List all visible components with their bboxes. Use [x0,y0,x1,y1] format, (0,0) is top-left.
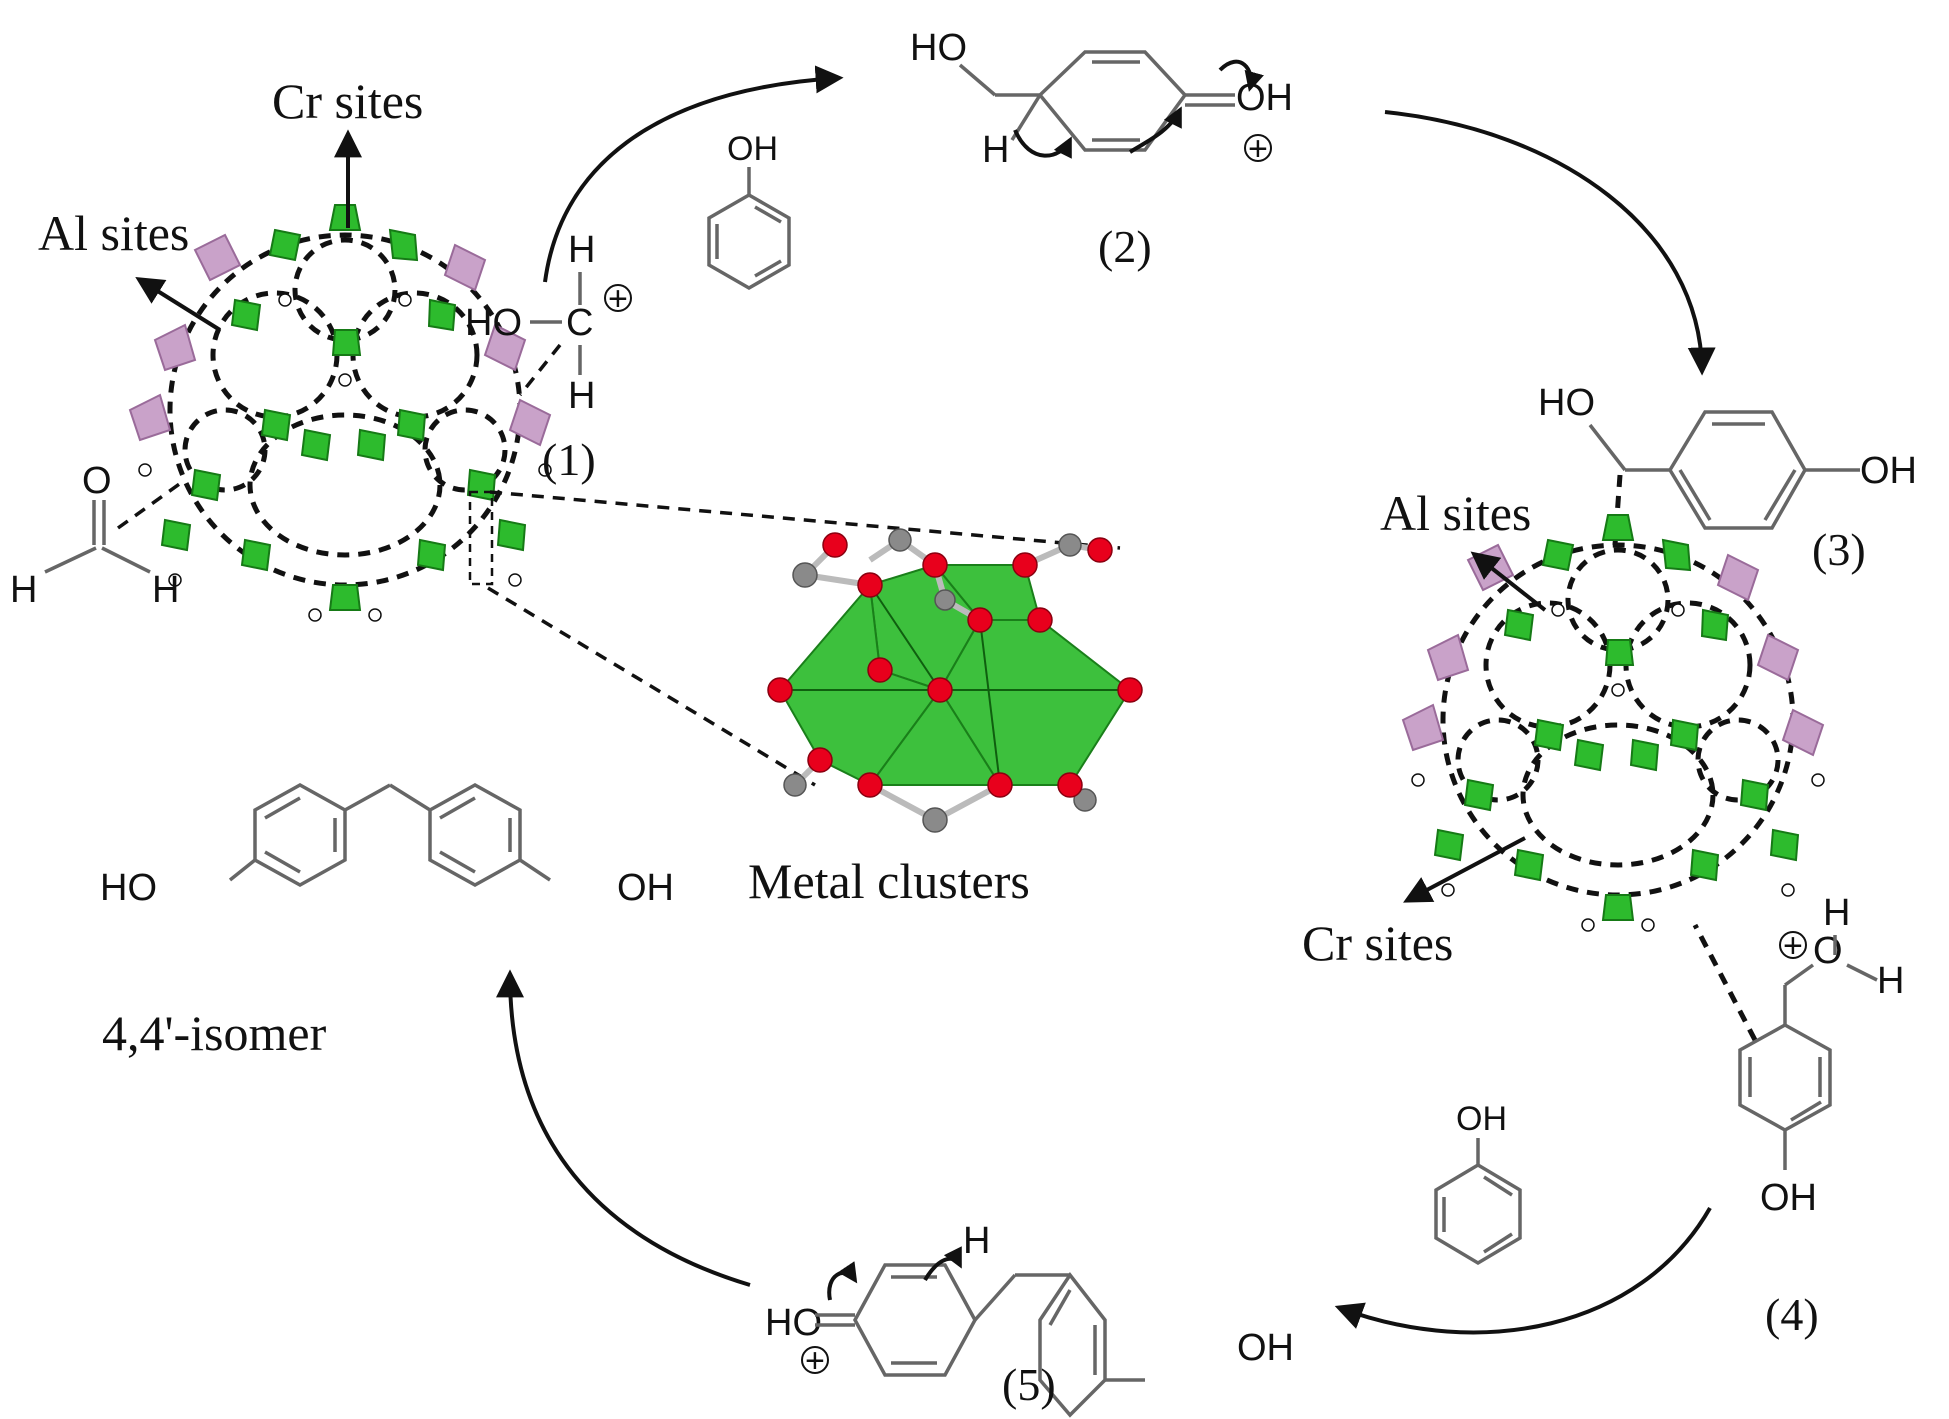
cation-plus: + [608,280,628,318]
carbocation-1: H HO C + H [465,229,632,417]
svg-text:OH: OH [1237,1327,1294,1369]
cation-h-bottom: H [568,375,595,417]
formaldehyde-bond-right [101,546,151,574]
mof-framework-1 [130,205,551,621]
cation-ho: HO [465,302,522,344]
svg-text:+: + [805,1342,825,1380]
intermediate-2: HO OH + H [910,27,1293,171]
step-label-2: (2) [1098,221,1152,272]
svg-text:HO: HO [1538,382,1595,424]
svg-text:HO: HO [765,1302,822,1344]
svg-text:HO: HO [100,867,157,909]
step-label-3: (3) [1812,524,1866,575]
svg-text:OH: OH [1456,1100,1507,1138]
isomer-label: 4,4'-isomer [102,1005,327,1061]
arrow-step-5-to-product [496,969,751,1287]
cation-c: C [566,302,593,344]
formaldehyde-molecule: O H H [10,460,187,611]
svg-text:+: + [1783,927,1803,965]
formaldehyde-o: O [82,460,112,502]
al-sites-arrow-left [135,277,222,332]
svg-text:H: H [1877,960,1904,1002]
phenol-reagent-top: OH [707,130,791,291]
svg-text:OH: OH [1860,450,1917,492]
cation-coordination-dash [518,343,562,397]
step-label-4: (4) [1765,1289,1819,1340]
cr-sites-label-bottom: Cr sites [1302,915,1453,971]
svg-text:OH: OH [1760,1177,1817,1219]
metal-clusters-label: Metal clusters [748,853,1030,909]
svg-text:O: O [1813,930,1843,972]
arrow-step-1-to-2 [543,65,844,283]
arrow-step-2-to-3 [1384,110,1716,376]
svg-text:H: H [1823,892,1850,934]
intermediate-4: + O H H OH [1692,892,1904,1219]
intermediate-3: HO OH [1538,382,1917,546]
intermediate-5: HO + H OH [765,1220,1294,1418]
svg-text:+: + [1248,130,1268,168]
cation-h-top: H [568,229,595,271]
svg-text:OH: OH [617,867,674,909]
svg-text:H: H [963,1220,990,1262]
metal-cluster [767,528,1143,833]
step-label-1: (1) [542,434,596,485]
zoom-lines [468,490,1121,787]
arrow-step-4-to-5 [1334,1207,1712,1335]
svg-text:H: H [982,129,1009,171]
formaldehyde-coordination-dash [116,478,187,530]
svg-text:OH: OH [727,130,778,168]
svg-text:OH: OH [1236,77,1293,119]
step-label-5: (5) [1002,1359,1056,1410]
formaldehyde-h-right: H [152,569,179,611]
svg-text:HO: HO [910,27,967,69]
product-4-4-isomer: HO OH [100,782,674,909]
cr-sites-label-top: Cr sites [272,73,423,129]
cr-sites-arrow-bottom [1403,836,1526,903]
al-sites-label-left: Al sites [38,205,189,261]
al-sites-label-right: Al sites [1380,485,1531,541]
phenol-reagent-bottom: OH [1434,1100,1522,1266]
formaldehyde-h-left: H [10,569,37,611]
al-sites-arrow-right [1470,551,1547,612]
formaldehyde-bond-left [44,546,97,574]
